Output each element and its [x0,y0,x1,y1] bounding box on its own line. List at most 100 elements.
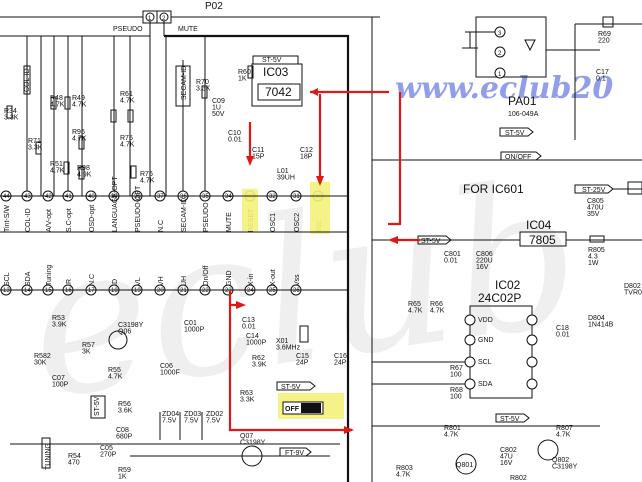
ic02-name: IC02 [495,278,521,292]
pa01-part: 106-049A [508,111,539,118]
top-pin-num: 32 [269,194,276,200]
ic03-part: 7042 [265,85,292,99]
bottom-pin-row: SCL13SDA14Tuning15IR16N.C17ID18VL19VH20U… [0,265,302,296]
net-st5v-b: ST-5V [281,384,301,391]
top-pin-num: 34 [225,194,232,200]
top-pin-num: 35 [202,194,209,200]
bottom-pin-label: IR [66,279,73,286]
connector-pin2: 2 [162,16,166,22]
top-pin-num: 41 [65,194,72,200]
bottom-pin-label: VH [158,276,165,286]
bottom-pin-label: ID [112,279,119,286]
ic03: IC03 7042 ST-5V [251,55,303,107]
bottom-pin-label: On/Off [203,265,210,286]
top-pin-label: OSD-opt [89,205,96,232]
top-pin-label: S.C-opt [66,208,73,232]
highlight-vcc [310,182,330,234]
bottom-pin-label: GND [226,270,233,286]
bottom-pin-label: Vss [294,274,301,286]
net-on-off: ON/OFF [505,154,531,161]
connector-name: P02 [205,1,223,12]
connector-pin1: 1 [148,16,152,22]
pa01-pin2: 2 [498,51,502,57]
net-st5v-c: ST-5V [505,130,525,137]
net-st5v-d: ST-5V [421,238,441,245]
top-pin-num: 42 [45,194,52,200]
ic02-pin-gnd: GND [478,337,494,344]
top-pin-num: 36 [180,194,187,200]
bottom-pin-label: X-in [248,273,255,286]
comp-st5v-vert: ST-5V [94,396,101,416]
bottom-pin-label: SDA [25,271,32,286]
bottom-pin-num: 25 [269,288,276,294]
top-pin-label: MUTE [226,212,233,232]
bottom-pin-num: 16 [65,288,72,294]
bottom-pin-label: VL [135,277,142,286]
top-pin-num: 39 [111,194,118,200]
switch-off-on: OFF ON [282,401,324,415]
bottom-pin-label: UH [181,276,188,286]
top-pin-label: OSC2 [294,213,301,232]
ic02-pin-vdd: VDD [478,317,493,324]
bottom-pin-label: X-out [270,269,277,286]
bottom-pin-num: 14 [24,288,31,294]
watermark: eclub www.eclub20 [15,71,613,445]
bottom-pin-num: 20 [157,288,164,294]
top-pin-label: SECAM-ID [181,198,188,232]
top-pin-label: A/V-opt [46,209,53,232]
top-pin-num: 43 [24,194,31,200]
bottom-pin-label: SCL [4,272,11,286]
top-pin-label: LANGUAGE-OPT [112,176,119,232]
connector-left-label: PSEUDO [113,26,143,33]
net-labels-left: ST-5V FT-9V [276,381,316,457]
bus-lines [0,195,348,291]
highlight-reset [242,189,258,231]
comp-r802: R802 [510,475,527,482]
ic03-name: IC03 [263,65,289,79]
bottom-pin-num: 26 [293,288,300,294]
top-pin-label: Tint-S/W [4,205,11,232]
bottom-pin-label: Tuning [46,265,53,286]
top-pin-label: OSC1 [270,213,277,232]
top-pin-label: PSEUDO [203,202,210,232]
top-pin-label: PSEUDO-OPT [135,185,142,232]
bottom-pin-num: 15 [45,288,52,294]
top-pin-label: COL-ID [25,208,32,232]
top-pin-label: N.C [158,220,165,232]
ic02-pin-scl: SCL [478,359,492,366]
